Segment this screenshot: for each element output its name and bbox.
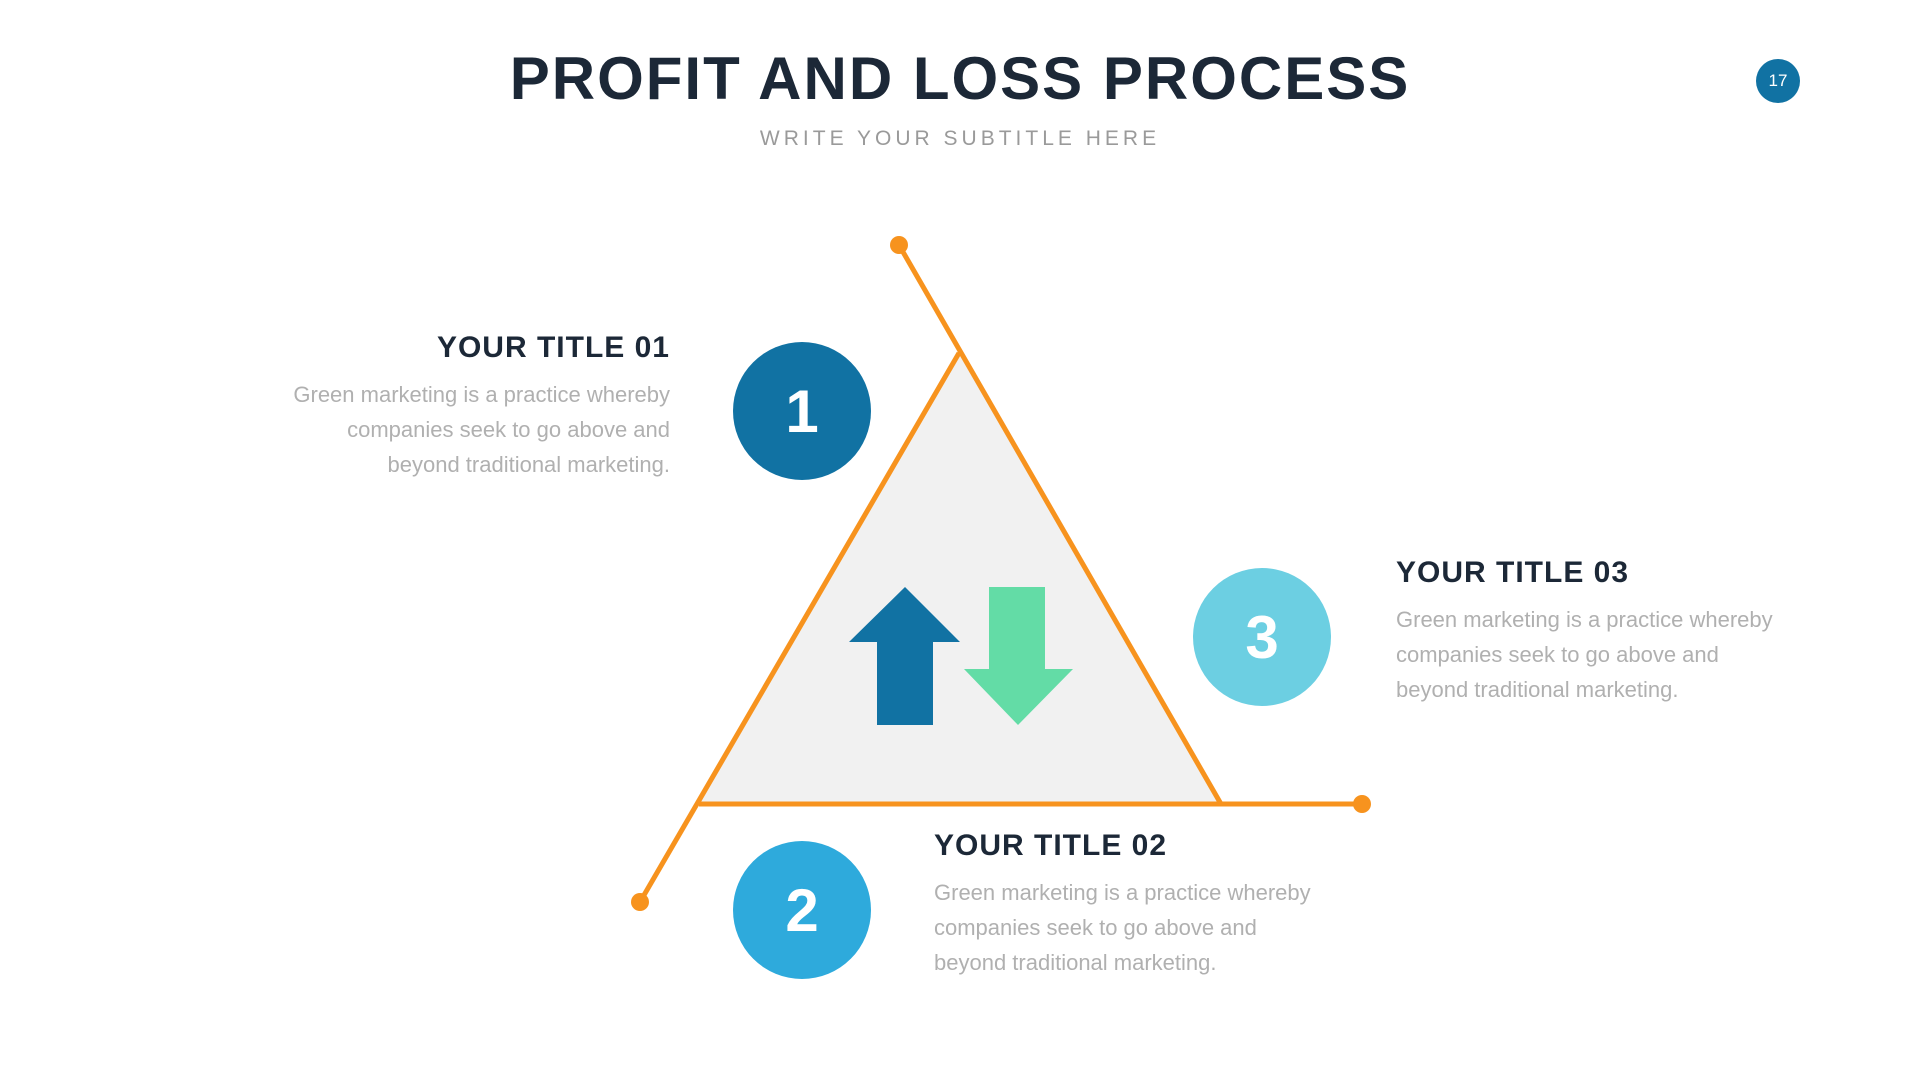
endpoint-dot <box>631 893 649 911</box>
page-title: PROFIT AND LOSS PROCESS <box>509 45 1411 112</box>
step-1-circle: 1 <box>733 342 871 480</box>
step-3-circle: 3 <box>1193 568 1331 706</box>
step-3-text: Green marketing is a practice whereby co… <box>1396 607 1773 702</box>
step-1-title: YOUR TITLE 01 <box>436 331 670 364</box>
step-3-title: YOUR TITLE 03 <box>1396 556 1630 589</box>
endpoint-dot <box>890 236 908 254</box>
step-1-block: YOUR TITLE 01 Green marketing is a pract… <box>270 331 670 482</box>
right-line <box>896 243 1224 806</box>
step-2-block: YOUR TITLE 02 Green marketing is a pract… <box>934 829 1334 980</box>
arrow-up-icon <box>849 587 960 725</box>
page-number-badge: 17 <box>1756 59 1800 103</box>
page-subtitle: WRITE YOUR SUBTITLE HERE <box>759 127 1161 150</box>
step-2-title: YOUR TITLE 02 <box>934 829 1168 862</box>
endpoint-dot <box>1353 795 1371 813</box>
step-3-block: YOUR TITLE 03 Green marketing is a pract… <box>1396 556 1796 707</box>
left-line <box>637 351 962 904</box>
triangle-fill <box>699 353 1221 804</box>
step-1-text: Green marketing is a practice whereby co… <box>293 382 670 477</box>
step-2-circle: 2 <box>733 841 871 979</box>
step-2-text: Green marketing is a practice whereby co… <box>934 880 1311 975</box>
arrow-down-icon <box>964 587 1073 725</box>
